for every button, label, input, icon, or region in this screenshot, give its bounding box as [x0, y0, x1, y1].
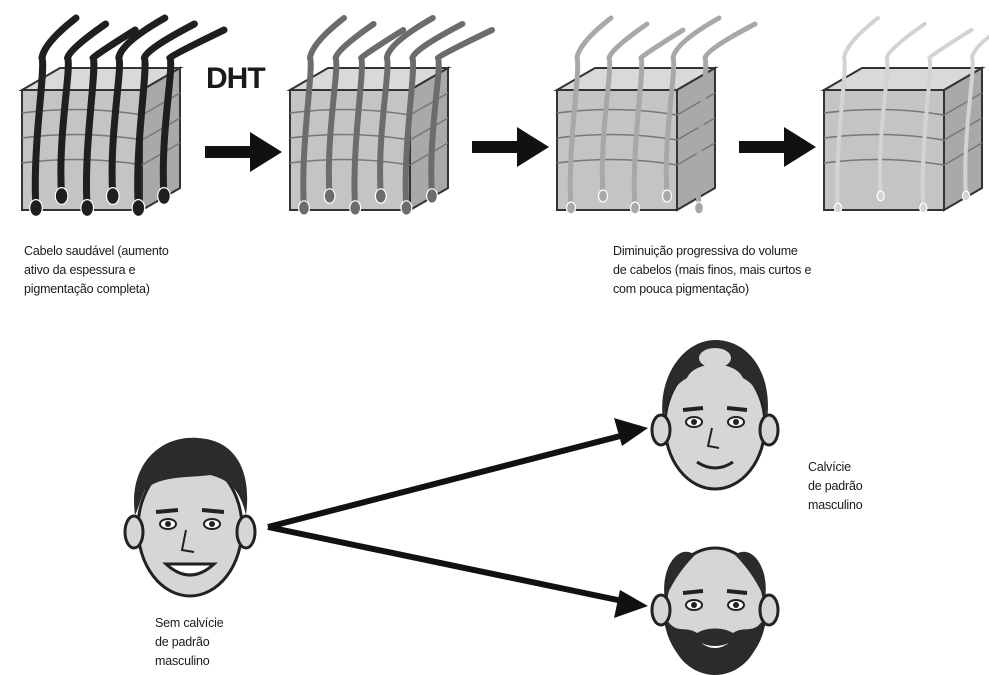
- branch-arrows: [267, 418, 648, 618]
- stage-healthy: [18, 14, 228, 218]
- stage-dht-3: [820, 16, 989, 214]
- skin-blocks: [18, 14, 989, 218]
- face-receding-beard: [650, 546, 780, 675]
- caption-male-pattern-baldness: Calvície de padrão masculino: [808, 460, 863, 512]
- caption-healthy-hair: Cabelo saudável (aumento ativo da espess…: [24, 244, 169, 296]
- stage-arrow-3: [739, 127, 816, 167]
- stage-arrow-1: [205, 132, 282, 172]
- stage-dht-2: [553, 15, 758, 215]
- face-full-hair: [123, 437, 257, 598]
- caption-no-baldness: Sem calvície de padrão masculino: [155, 616, 224, 668]
- caption-progressive-thinning: Diminuição progressiva do volume de cabe…: [613, 244, 812, 296]
- face-bald-crown: [650, 340, 780, 491]
- stage-dht-1: [286, 15, 495, 216]
- dht-label: DHT: [206, 62, 266, 95]
- stage-arrow-2: [472, 127, 549, 167]
